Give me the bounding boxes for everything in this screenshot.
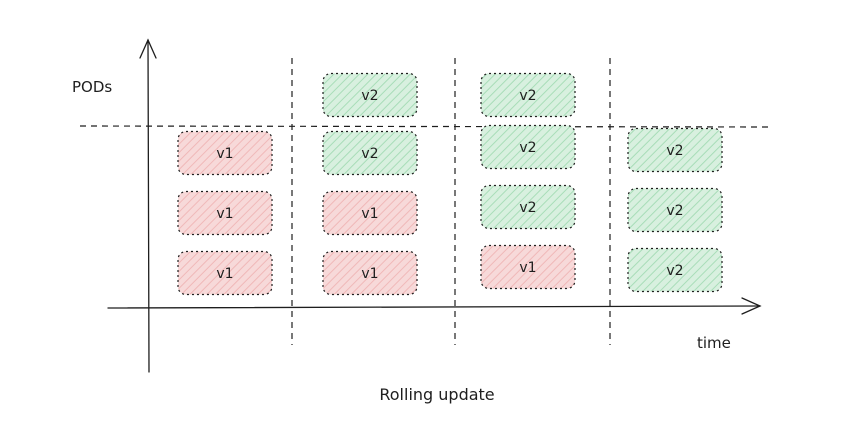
- pod-rect: [322, 190, 418, 236]
- pod-rect: [177, 250, 273, 296]
- pod-label: v2: [361, 146, 378, 162]
- y-axis-line: [147, 39, 150, 373]
- pod-label: v1: [216, 206, 233, 222]
- pod-box-v1: v1: [177, 130, 273, 176]
- pod-label: v2: [666, 203, 683, 219]
- pod-box-v1: v1: [177, 250, 273, 296]
- diagram-title: Rolling update: [379, 385, 494, 404]
- y-axis-arrowhead: [139, 38, 157, 59]
- x-axis-line: [107, 305, 761, 309]
- x-axis-arrowhead: [741, 297, 762, 315]
- pod-label: v2: [519, 200, 536, 216]
- x-axis-label: time: [697, 334, 731, 352]
- pod-rect: [480, 124, 576, 170]
- pod-box-v1: v1: [322, 250, 418, 296]
- pod-box-v1: v1: [177, 190, 273, 236]
- pod-box-v1: v1: [322, 190, 418, 236]
- pod-rect: [177, 130, 273, 176]
- pod-label: v1: [361, 266, 378, 282]
- pod-rect: [480, 244, 576, 290]
- pods-layer: v1 v1 v1 v2 v2 v1 v1 v2 v2 v2 v1 v2 v2 v2: [177, 72, 723, 296]
- pod-box-v2: v2: [627, 247, 723, 293]
- pod-rect: [627, 127, 723, 173]
- pod-rect: [627, 187, 723, 233]
- axes: [107, 38, 762, 373]
- pod-rect: [322, 250, 418, 296]
- capacity-dashed-line: [79, 125, 769, 128]
- pod-label: v1: [519, 260, 536, 276]
- pod-box-v2: v2: [480, 72, 576, 118]
- pod-rect: [322, 72, 418, 118]
- pod-box-v1: v1: [480, 244, 576, 290]
- pod-rect: [627, 247, 723, 293]
- pod-rect: [322, 130, 418, 176]
- pod-label: v2: [361, 88, 378, 104]
- pod-label: v2: [666, 263, 683, 279]
- y-axis-label: PODs: [72, 78, 112, 96]
- pod-label: v2: [519, 140, 536, 156]
- pod-box-v2: v2: [322, 130, 418, 176]
- pod-box-v2: v2: [480, 124, 576, 170]
- pod-box-v2: v2: [627, 187, 723, 233]
- pod-label: v1: [216, 146, 233, 162]
- pod-box-v2: v2: [322, 72, 418, 118]
- pod-label: v2: [519, 88, 536, 104]
- pod-label: v1: [361, 206, 378, 222]
- pod-label: v2: [666, 143, 683, 159]
- pod-box-v2: v2: [627, 127, 723, 173]
- pod-rect: [480, 184, 576, 230]
- pod-rect: [177, 190, 273, 236]
- pod-box-v2: v2: [480, 184, 576, 230]
- pod-label: v1: [216, 266, 233, 282]
- pod-rect: [480, 72, 576, 118]
- stage-separators: [291, 58, 611, 345]
